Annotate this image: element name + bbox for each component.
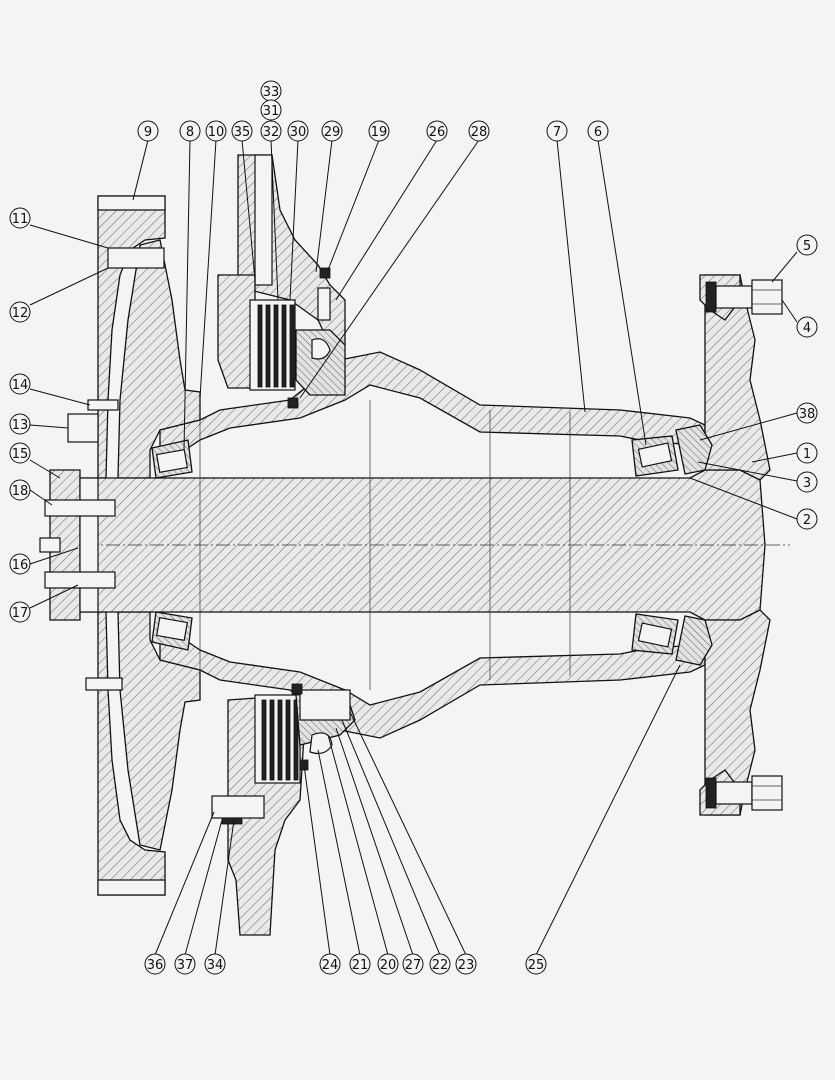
callout-9: 9: [137, 120, 159, 142]
callout-1: 1: [796, 442, 818, 464]
svg-text:18: 18: [12, 484, 29, 499]
svg-text:5: 5: [803, 239, 811, 254]
svg-text:15: 15: [12, 447, 29, 462]
callout-10: 10: [205, 120, 227, 142]
callout-5: 5: [796, 234, 818, 256]
callout-24: 24: [319, 953, 341, 975]
callout-18: 18: [9, 479, 31, 501]
svg-text:7: 7: [553, 125, 561, 140]
callout-36: 36: [144, 953, 166, 975]
brake-pack-upper: [217, 154, 346, 409]
svg-text:11: 11: [12, 212, 29, 227]
svg-text:3: 3: [803, 476, 811, 491]
callout-30: 30: [287, 120, 309, 142]
callout-38: 38: [796, 402, 818, 424]
callout-17: 17: [9, 601, 31, 623]
svg-text:9: 9: [144, 125, 152, 140]
callout-21: 21: [349, 953, 371, 975]
callout-12: 12: [9, 301, 31, 323]
spindle-shaft: [40, 469, 790, 621]
svg-text:38: 38: [799, 407, 816, 422]
callout-33: 33: [260, 80, 282, 102]
svg-text:21: 21: [352, 958, 369, 973]
svg-text:12: 12: [12, 306, 29, 321]
svg-text:36: 36: [147, 958, 164, 973]
svg-text:19: 19: [371, 125, 388, 140]
svg-text:14: 14: [12, 378, 29, 393]
svg-text:23: 23: [458, 958, 475, 973]
callout-13: 13: [9, 413, 31, 435]
svg-text:17: 17: [12, 606, 29, 621]
svg-text:28: 28: [471, 125, 488, 140]
callout-8: 8: [179, 120, 201, 142]
svg-text:24: 24: [322, 958, 339, 973]
svg-text:32: 32: [263, 125, 280, 140]
inner-bearing-upper: [151, 439, 193, 479]
svg-text:13: 13: [12, 418, 29, 433]
disc-web: [117, 239, 201, 851]
cap-bolts: [39, 499, 116, 589]
wheel-bolt-upper: [705, 279, 783, 315]
callout-7: 7: [546, 120, 568, 142]
inner-bearing-lower: [151, 611, 193, 651]
callout-37: 37: [174, 953, 196, 975]
callout-16: 16: [9, 553, 31, 575]
wheel-bolt-lower: [705, 775, 783, 811]
callout-3: 3: [796, 471, 818, 493]
callout-25: 25: [525, 953, 547, 975]
svg-text:4: 4: [803, 321, 811, 336]
callout-26: 26: [426, 120, 448, 142]
brake-pack-lower: [211, 683, 356, 936]
svg-text:2: 2: [803, 513, 811, 528]
callout-32: 32: [260, 120, 282, 142]
svg-text:16: 16: [12, 558, 29, 573]
callout-28: 28: [468, 120, 490, 142]
callout-19: 19: [368, 120, 390, 142]
svg-text:33: 33: [263, 85, 280, 100]
callout-20: 20: [377, 953, 399, 975]
callout-34: 34: [204, 953, 226, 975]
callout-11: 11: [9, 207, 31, 229]
svg-text:30: 30: [290, 125, 307, 140]
friction-discs-upper: [257, 304, 295, 388]
svg-text:1: 1: [803, 447, 811, 462]
svg-text:34: 34: [207, 958, 224, 973]
construction-lines: [199, 400, 571, 690]
svg-text:10: 10: [208, 125, 225, 140]
callout-27: 27: [402, 953, 424, 975]
svg-text:25: 25: [528, 958, 545, 973]
svg-text:22: 22: [432, 958, 449, 973]
callout-15: 15: [9, 442, 31, 464]
svg-text:35: 35: [234, 125, 251, 140]
callout-balloons: 33 31 9 8 10 35 32 30 29 19 26 28 7 6 11…: [9, 80, 818, 975]
outer-bearing-lower: [631, 613, 713, 666]
svg-text:20: 20: [380, 958, 397, 973]
callout-4: 4: [796, 316, 818, 338]
svg-text:27: 27: [405, 958, 422, 973]
callout-23: 23: [455, 953, 477, 975]
svg-text:6: 6: [594, 125, 602, 140]
svg-text:37: 37: [177, 958, 194, 973]
svg-text:26: 26: [429, 125, 446, 140]
callout-35: 35: [231, 120, 253, 142]
svg-text:31: 31: [263, 104, 280, 119]
svg-text:8: 8: [186, 125, 194, 140]
friction-discs-lower: [261, 699, 299, 781]
outer-bearing-upper: [631, 424, 713, 477]
leader-lines: [29, 139, 798, 956]
svg-text:29: 29: [324, 125, 341, 140]
callout-2: 2: [796, 508, 818, 530]
callout-31: 31: [260, 99, 282, 121]
callout-22: 22: [429, 953, 451, 975]
callout-14: 14: [9, 373, 31, 395]
callout-29: 29: [321, 120, 343, 142]
callout-6: 6: [587, 120, 609, 142]
